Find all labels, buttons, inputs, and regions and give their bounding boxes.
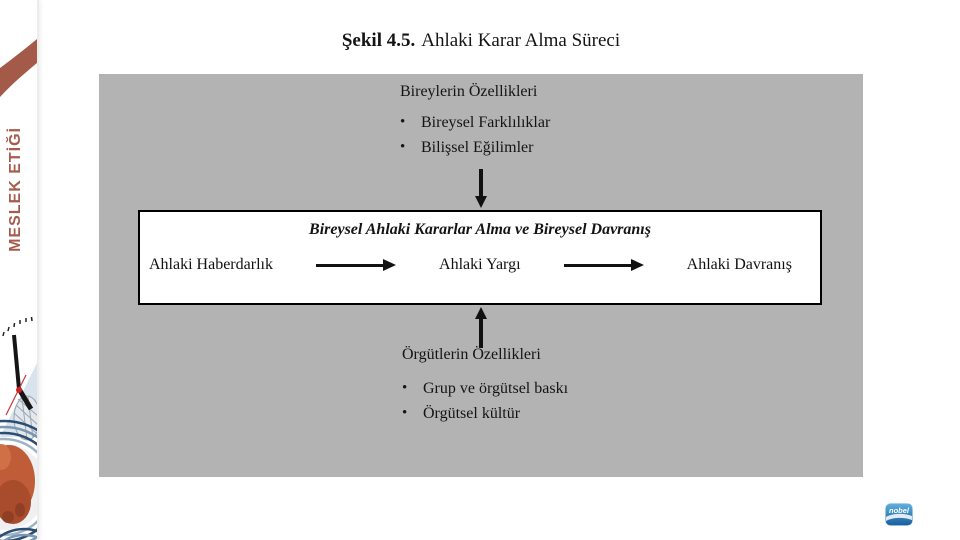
arrow-head — [475, 307, 487, 319]
sidebar-swoosh-decoration — [0, 39, 37, 97]
block-heading: Örgütlerin Özellikleri — [402, 346, 541, 363]
process-step: Ahlaki Yargı — [439, 256, 521, 273]
arrow-shaft — [316, 263, 385, 267]
arrow-right-icon — [316, 258, 396, 272]
arrow-down-icon — [475, 169, 488, 208]
block-heading: Bireylerin Özellikleri — [400, 83, 538, 100]
arrow-head — [475, 196, 487, 208]
bullet-item: • Örgütsel kültür — [402, 401, 568, 426]
organizational-characteristics-block: Örgütlerin Özellikleri • Grup ve örgütse… — [402, 346, 568, 426]
bullet-text: Örgütsel kültür — [423, 405, 521, 422]
arrow-head — [383, 258, 396, 271]
arrow-shaft — [479, 169, 483, 197]
bullet-text: Bireysel Farklılıklar — [421, 114, 551, 131]
individual-characteristics-block: Bireylerin Özellikleri • Bireysel Farklı… — [400, 83, 550, 160]
bullet-text: Bilişsel Eğilimler — [421, 139, 534, 156]
sidebar-vertical-title: MESLEK ETİĞİ — [7, 127, 24, 252]
bullet-item: • Bireysel Farklılıklar — [400, 110, 550, 135]
bullet-item: • Grup ve örgütsel baskı — [402, 376, 568, 401]
bullet-item: • Bilişsel Eğilimler — [400, 135, 550, 160]
process-steps-row: Ahlaki Haberdarlık Ahlaki Yargı Ahlaki D… — [149, 256, 792, 274]
arrow-right-icon — [563, 258, 644, 272]
arrow-up-icon — [475, 307, 488, 348]
figure-number: Şekil 4.5. — [341, 30, 416, 51]
nobel-logo: nobel — [885, 503, 913, 526]
slide-content: Şekil 4.5.Ahlaki Karar Alma Süreci Birey… — [39, 0, 960, 540]
bullet-icon: • — [402, 405, 408, 421]
process-box-title: Bireysel Ahlaki Kararlar Alma ve Bireyse… — [309, 221, 651, 238]
bullet-text: Grup ve örgütsel baskı — [423, 380, 569, 397]
bullet-icon: • — [402, 380, 408, 396]
diagram-panel: Bireylerin Özellikleri • Bireysel Farklı… — [99, 74, 863, 477]
bullet-icon: • — [400, 139, 406, 155]
nobel-logo-graphic: nobel — [885, 503, 913, 526]
decision-process-box: Bireysel Ahlaki Kararlar Alma ve Bireyse… — [138, 210, 822, 305]
clock-food-photo — [0, 316, 37, 540]
arrow-head — [630, 258, 644, 271]
process-step: Ahlaki Haberdarlık — [149, 256, 273, 273]
arrow-shaft — [479, 318, 483, 348]
sidebar: MESLEK ETİĞİ — [0, 0, 39, 540]
figure-caption: Ahlaki Karar Alma Süreci — [421, 30, 621, 51]
nobel-logo-text: nobel — [889, 506, 910, 515]
arrow-shaft — [563, 263, 633, 267]
figure-title: Şekil 4.5.Ahlaki Karar Alma Süreci — [99, 30, 863, 52]
bullet-icon: • — [400, 114, 406, 130]
process-step: Ahlaki Davranış — [686, 256, 792, 273]
